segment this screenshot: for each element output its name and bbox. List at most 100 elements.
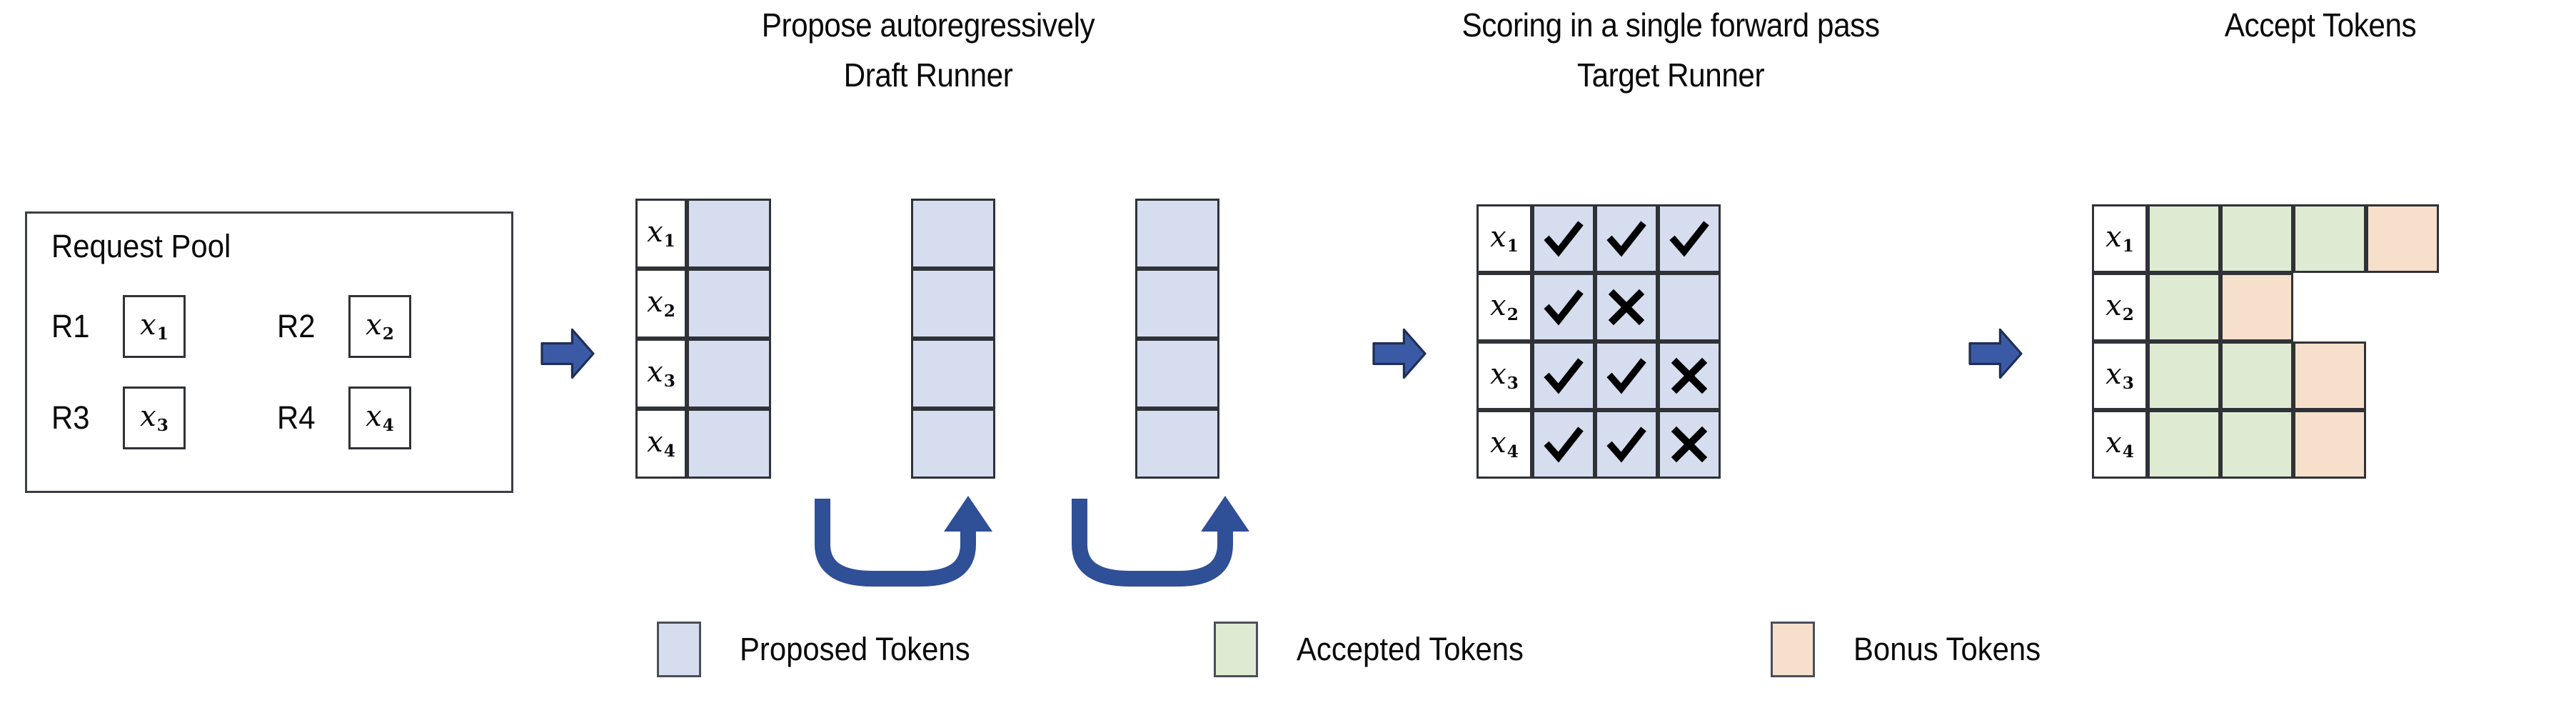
token-glyph-target-x4: x4	[1490, 426, 1519, 462]
request-pool-row-r3: R3 x3	[51, 387, 186, 449]
draft-row-label-cell-2: x2	[635, 269, 687, 339]
accept-accepted-cell-r4-c1	[2148, 410, 2220, 479]
request-token-cell-r2: x2	[348, 295, 411, 358]
token-glyph-target-x2: x2	[1490, 289, 1519, 325]
legend-item-bonus-tokens: Bonus Tokens	[1771, 622, 2055, 677]
draft-row-label-cell-1: x1	[635, 199, 687, 269]
heading-scoring-single-forward-pass: Scoring in a single forward pass	[1461, 6, 1880, 44]
legend-item-accepted-tokens: Accepted Tokens	[1214, 622, 1541, 677]
target-score-cell-r4-s2	[1595, 410, 1658, 479]
target-score-cell-r4-s1	[1532, 410, 1595, 479]
request-pool-row-r2: R2 x2	[277, 295, 411, 358]
check-icon	[1544, 221, 1584, 257]
check-icon	[1606, 427, 1646, 463]
target-row-label-cell-4: x4	[1476, 410, 1532, 479]
accept-accepted-cell-r4-c2	[2220, 410, 2293, 479]
check-icon	[1544, 427, 1584, 463]
target-row-label-cell-3: x3	[1476, 341, 1532, 410]
target-score-cell-r3-s2	[1595, 341, 1658, 410]
token-glyph-accept-x1: x1	[2105, 220, 2134, 256]
accept-bonus-cell-r4-c3	[2293, 410, 2366, 479]
accept-accepted-cell-r2-c1	[2148, 273, 2220, 341]
draft-proposed-cell-r1-s3	[1135, 199, 1219, 269]
request-label-r3: R3	[51, 399, 90, 436]
check-icon	[1606, 358, 1646, 394]
accept-bonus-cell-r2-c2	[2220, 273, 2293, 341]
token-glyph-draft-x3: x3	[647, 355, 675, 392]
feedback-arrow-step2-to-step3-icon	[1064, 494, 1278, 605]
request-pool-title: Request Pool	[51, 228, 231, 264]
accept-accepted-cell-r1-c3	[2293, 204, 2366, 273]
legend: Proposed Tokens Accepted Tokens Bonus To…	[0, 613, 2576, 692]
target-score-cell-r4-s3	[1658, 410, 1721, 479]
draft-proposed-cell-r3-s1	[687, 339, 771, 409]
token-glyph-x1: x1	[140, 308, 168, 344]
target-score-cell-r2-s1	[1532, 273, 1595, 341]
draft-proposed-cell-r1-s2	[911, 199, 995, 269]
request-label-r1: R1	[51, 308, 90, 344]
heading-accept-tokens: Accept Tokens	[2224, 6, 2417, 44]
accept-accepted-cell-r3-c2	[2220, 341, 2293, 410]
target-row-label-cell-2: x2	[1476, 273, 1532, 341]
flow-arrow-pool-to-draft-icon	[539, 325, 596, 382]
check-icon	[1544, 289, 1584, 326]
request-pool-row-r1: R1 x1	[51, 295, 186, 358]
token-glyph-target-x3: x3	[1490, 357, 1519, 394]
target-score-cell-r3-s3	[1658, 341, 1721, 410]
draft-proposed-cell-r4-s2	[911, 409, 995, 479]
check-icon	[1606, 221, 1646, 257]
token-glyph-x3: x3	[140, 399, 168, 436]
draft-proposed-cell-r2-s1	[687, 269, 771, 339]
target-score-cell-r1-s3	[1658, 204, 1721, 273]
accept-accepted-cell-r3-c1	[2148, 341, 2220, 410]
legend-swatch-accepted	[1214, 622, 1258, 677]
token-glyph-x2: x2	[366, 308, 394, 344]
cross-icon	[1671, 357, 1708, 394]
token-glyph-accept-x3: x3	[2105, 357, 2134, 394]
request-token-cell-r4: x4	[348, 387, 411, 449]
request-label-r4: R4	[277, 399, 316, 436]
request-label-r2: R2	[277, 308, 316, 344]
request-pool-panel: Request Pool R1 x1 R2 x2 R3 x3 R4 x4	[25, 211, 513, 493]
legend-label-proposed: Proposed Tokens	[740, 631, 970, 667]
token-glyph-draft-x4: x4	[647, 425, 675, 462]
draft-proposed-cell-r4-s3	[1135, 409, 1219, 479]
heading-propose-autoregressively: Propose autoregressively	[761, 6, 1095, 44]
target-score-cell-r3-s1	[1532, 341, 1595, 410]
accept-row-label-cell-2: x2	[2092, 273, 2148, 341]
legend-swatch-proposed	[657, 622, 701, 677]
heading-draft-runner: Draft Runner	[843, 56, 1013, 94]
token-glyph-accept-x4: x4	[2105, 426, 2134, 462]
draft-proposed-cell-r2-s3	[1135, 269, 1219, 339]
cross-icon	[1608, 289, 1645, 326]
accept-accepted-cell-r1-c1	[2148, 204, 2220, 273]
feedback-arrow-step1-to-step2-icon	[807, 494, 1021, 605]
target-row-label-cell-1: x1	[1476, 204, 1532, 273]
draft-row-label-cell-3: x3	[635, 339, 687, 409]
heading-target-runner: Target Runner	[1576, 56, 1765, 94]
draft-proposed-cell-r3-s3	[1135, 339, 1219, 409]
flow-arrow-target-to-accept-icon	[1967, 325, 2024, 382]
legend-swatch-bonus	[1771, 622, 1815, 677]
token-glyph-draft-x2: x2	[647, 285, 675, 321]
draft-proposed-cell-r3-s2	[911, 339, 995, 409]
accept-bonus-cell-r3-c3	[2293, 341, 2366, 410]
target-score-cell-r2-s3	[1658, 273, 1721, 341]
token-glyph-draft-x1: x1	[647, 215, 675, 251]
token-glyph-accept-x2: x2	[2105, 289, 2134, 325]
check-icon	[1544, 358, 1584, 394]
request-pool-row-r4: R4 x4	[277, 387, 411, 449]
target-score-cell-r2-s2	[1595, 273, 1658, 341]
draft-row-label-cell-4: x4	[635, 409, 687, 479]
target-score-cell-r1-s1	[1532, 204, 1595, 273]
token-glyph-x4: x4	[366, 399, 394, 436]
legend-label-accepted: Accepted Tokens	[1297, 631, 1524, 667]
target-score-cell-r1-s2	[1595, 204, 1658, 273]
accept-row-label-cell-3: x3	[2092, 341, 2148, 410]
cross-icon	[1671, 426, 1708, 463]
token-glyph-target-x1: x1	[1490, 220, 1519, 256]
legend-item-proposed-tokens: Proposed Tokens	[657, 622, 987, 677]
draft-proposed-cell-r4-s1	[687, 409, 771, 479]
check-icon	[1669, 221, 1709, 257]
